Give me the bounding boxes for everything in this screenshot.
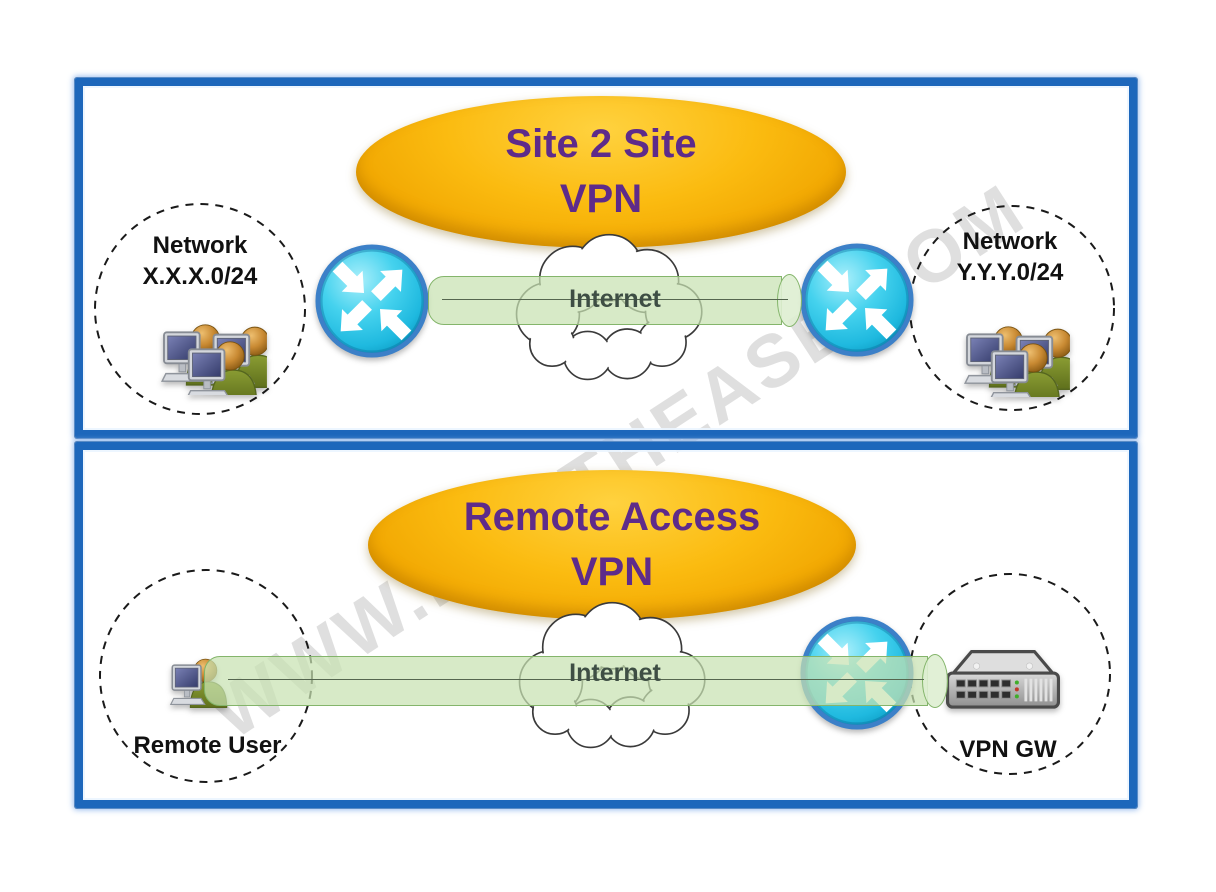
- user-group-icon-right: [946, 308, 1070, 397]
- panel-site2site: [75, 78, 1137, 438]
- vpn-gw-boundary-circle: [909, 573, 1111, 775]
- network-y-label-line1: Network: [962, 228, 1058, 255]
- connection-line-bottom: [228, 679, 924, 680]
- network-boundary-circle-left: [94, 203, 306, 415]
- internet-label-top: Internet: [569, 285, 661, 313]
- network-y-label: Network Y.Y.Y.0/24: [905, 226, 1115, 288]
- remote-access-title-ellipse: Remote Access VPN: [368, 470, 856, 620]
- vpn-tunnel-top: [428, 276, 782, 325]
- network-y-label-line2: Y.Y.Y.0/24: [956, 259, 1064, 287]
- internet-label-bottom: Internet: [569, 659, 661, 687]
- user-group-icon-left: [143, 306, 267, 395]
- remote-access-title-line1: Remote Access: [463, 494, 761, 539]
- vpn-gateway-icon: [940, 640, 1066, 713]
- router-icon-left: [313, 242, 431, 360]
- site2site-title-line1: Site 2 Site: [505, 121, 697, 166]
- tunnel-end-cap-bottom: [922, 654, 948, 708]
- panel-remote-access: [75, 442, 1137, 808]
- remote-user-label: Remote User: [133, 732, 282, 759]
- remote-access-title-line2: VPN: [570, 550, 654, 594]
- router-icon-right: [798, 241, 916, 359]
- network-x-label-line1: Network: [152, 232, 248, 259]
- connection-line-top: [442, 299, 788, 300]
- vpn-tunnel-bottom: [204, 656, 928, 706]
- vpn-gw-label: VPN GW: [959, 736, 1057, 763]
- site2site-title-ellipse: Site 2 Site VPN: [356, 96, 846, 248]
- network-x-label: Network X.X.X.0/24: [95, 230, 305, 292]
- tunnel-end-cap-top: [777, 274, 802, 327]
- site2site-title-line2: VPN: [559, 177, 643, 221]
- network-x-label-line2: X.X.X.0/24: [142, 263, 258, 291]
